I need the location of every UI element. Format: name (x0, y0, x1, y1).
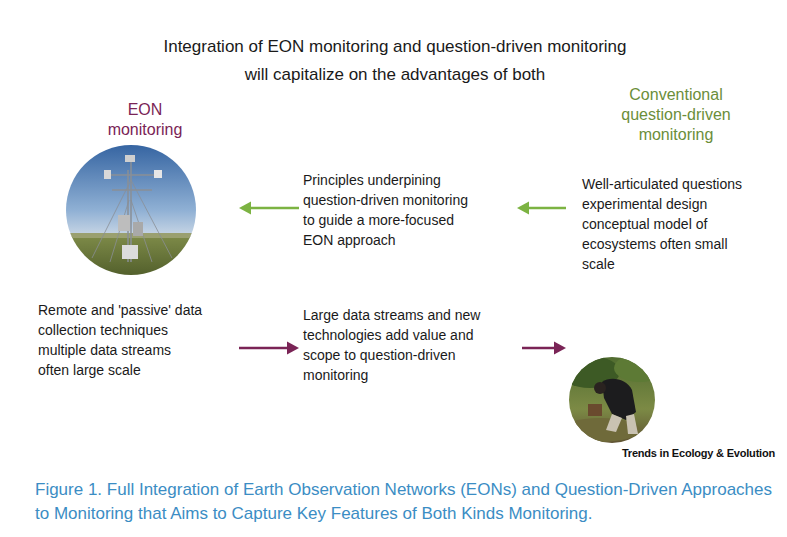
diagram-title: Integration of EON monitoring and questi… (157, 33, 633, 89)
feature-list: Well-articulated questions experimental … (582, 174, 752, 274)
link-text: Large data streams and new technologies … (303, 305, 488, 385)
text-node: Large data streams and new technologies … (303, 305, 518, 387)
flow-arrow (517, 202, 566, 215)
eon-tower-photo (60, 140, 205, 281)
feature-list: Remote and 'passive' data collection tec… (38, 300, 206, 380)
arrow-line (525, 207, 566, 210)
text-node: Principles underpining question-driven m… (303, 170, 513, 252)
figure-caption: Figure 1. Full Integration of Earth Obse… (35, 478, 780, 526)
arrow-head (239, 202, 251, 215)
text-node: EON monitoringRemote and 'passive' data … (35, 100, 235, 385)
flow-arrow (522, 342, 566, 355)
group-heading: Conventional question-driven monitoring (611, 85, 741, 145)
arrow-head (287, 342, 299, 355)
flow-arrow (239, 342, 299, 355)
link-text: Principles underpining question-driven m… (303, 170, 478, 250)
arrow-head (517, 202, 529, 215)
arrow-head (554, 342, 566, 355)
arrow-line (239, 347, 291, 350)
arrow-line (247, 207, 299, 210)
group-heading: EON monitoring (95, 100, 195, 140)
arrow-line (522, 347, 558, 350)
text-node: Conventional question-driven monitoringW… (570, 85, 780, 445)
journal-label: Trends in Ecology & Evolution (585, 446, 775, 460)
flow-arrow (239, 202, 299, 215)
field-worker-photo (560, 354, 666, 445)
